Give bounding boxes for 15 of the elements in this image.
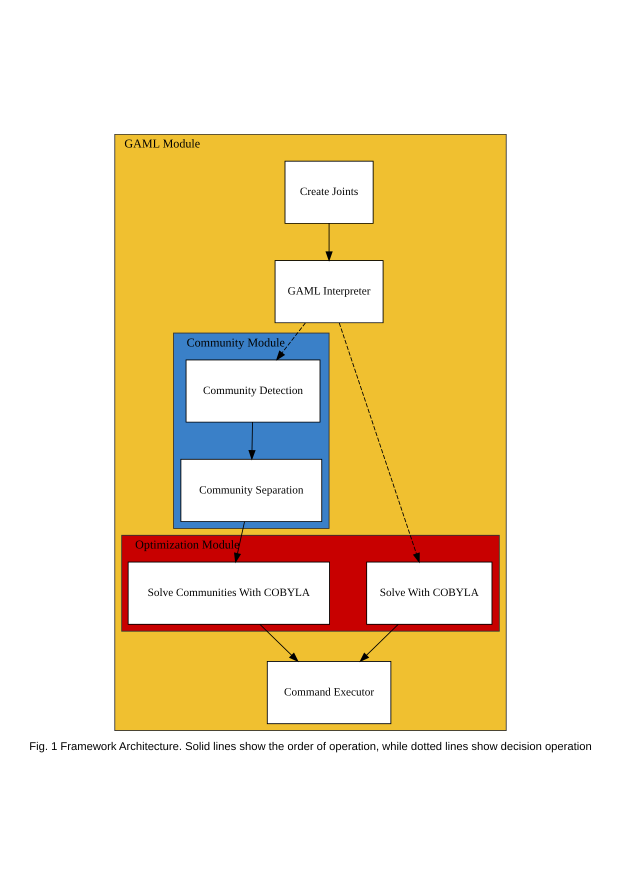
node-box: Command Executor <box>266 660 392 724</box>
node-box: Community Detection <box>186 358 320 422</box>
arrow <box>276 322 306 360</box>
arrow <box>234 520 245 563</box>
arrow <box>248 421 256 460</box>
node-box: Create Joints <box>284 160 374 224</box>
node-box: Community Separation <box>180 458 322 522</box>
caption: Fig. 1 Framework Architecture. Solid lines show the order of operation, while dotted lines show decision operation <box>29 740 592 752</box>
node-box: Solve Communities With COBYLA <box>128 561 330 624</box>
node-box: Solve With COBYLA <box>366 561 492 624</box>
arrow <box>359 624 399 662</box>
arrow <box>338 322 420 563</box>
node-box: GAML Interpreter <box>274 260 384 323</box>
arrow <box>325 222 333 262</box>
arrow <box>260 624 299 662</box>
